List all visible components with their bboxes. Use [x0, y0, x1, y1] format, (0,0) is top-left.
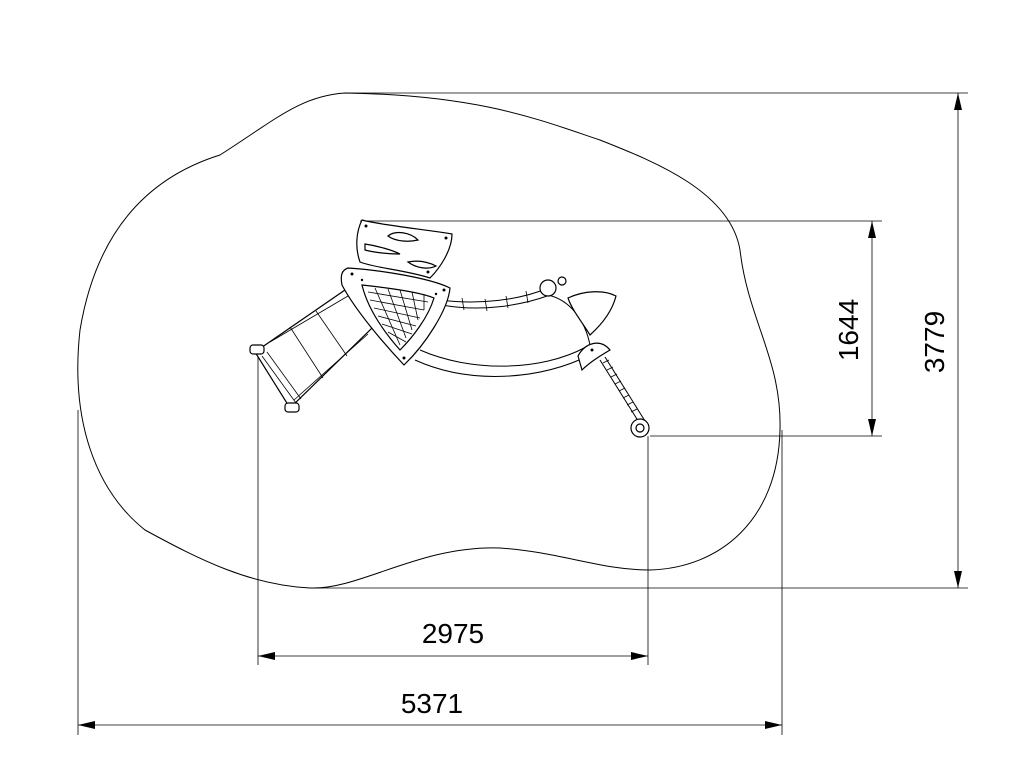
dim-label-total-depth: 3779 — [919, 311, 950, 373]
dim-label-equipment-width: 2975 — [422, 618, 484, 649]
back-panel — [356, 219, 453, 279]
dimension-lines — [77, 92, 968, 735]
ladder — [249, 289, 373, 413]
dim-label-total-width: 5371 — [401, 688, 463, 719]
shell-panel — [567, 291, 617, 336]
chain-post — [577, 342, 650, 438]
climbing-net-panel — [340, 267, 451, 366]
curved-bridge — [414, 276, 591, 377]
safety-zone-outline — [77, 92, 781, 589]
dim-label-equipment-depth: 1644 — [833, 299, 864, 361]
play-equipment — [249, 219, 650, 438]
